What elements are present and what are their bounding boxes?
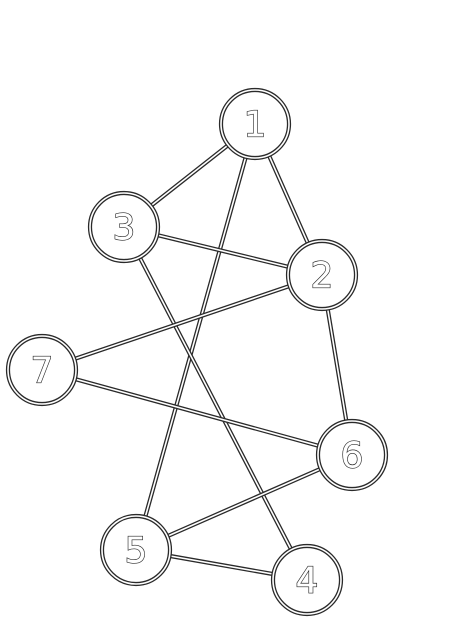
node-3: 3 (87, 190, 161, 264)
node-label-2: 2 (311, 256, 334, 297)
edge-3-4 (121, 224, 310, 583)
node-2: 2 (285, 238, 359, 312)
nodes-layer: 1 2 3 4 5 6 7 (5, 87, 389, 617)
node-label-7: 7 (31, 351, 54, 392)
edge-1-5 (133, 121, 258, 553)
edge-2-7 (39, 272, 325, 373)
edge-7-6 (39, 367, 355, 458)
edges-layer (39, 121, 355, 583)
node-5: 5 (99, 513, 173, 587)
node-label-3: 3 (113, 208, 136, 249)
node-label-5: 5 (125, 531, 148, 572)
node-7: 7 (5, 333, 79, 407)
node-1: 1 (218, 87, 292, 161)
node-4: 4 (270, 543, 344, 617)
edge-6-5 (133, 452, 355, 553)
node-label-6: 6 (341, 436, 364, 477)
node-label-1: 1 (244, 105, 267, 146)
node-label-4: 4 (296, 561, 319, 602)
node-6: 6 (315, 418, 389, 492)
